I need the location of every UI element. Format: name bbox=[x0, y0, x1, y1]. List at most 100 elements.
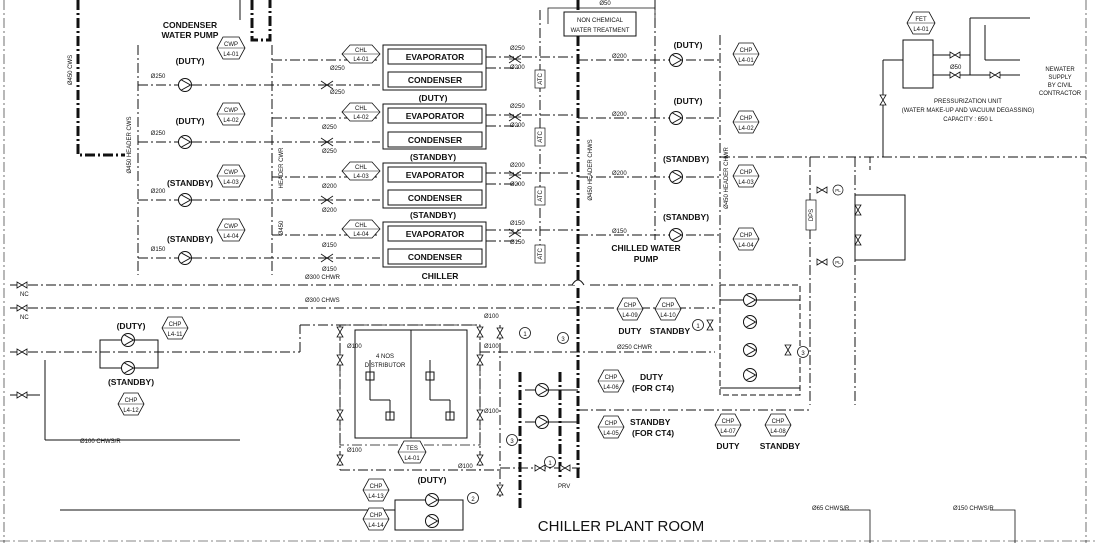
pressurization-unit: FET L4-01 Ø50 PRESSURIZATION UNIT (WATER… bbox=[879, 11, 1082, 123]
evaporator-label: EVAPORATOR bbox=[406, 229, 465, 239]
svg-text:Ø150: Ø150 bbox=[322, 243, 337, 249]
evaporator-label: EVAPORATOR bbox=[406, 52, 465, 62]
chl-tag: CHL L4-03 bbox=[341, 161, 381, 181]
chl-tag: CHL L4-04 bbox=[341, 219, 381, 239]
svg-text:(FOR CT4): (FOR CT4) bbox=[632, 383, 674, 393]
evaporator-label: EVAPORATOR bbox=[406, 170, 465, 180]
chiller-duty-label: (STANDBY) bbox=[410, 210, 456, 220]
water-treatment-unit: NON CHEMICAL WATER TREATMENT Ø50 bbox=[547, 1, 656, 37]
svg-text:CHL: CHL bbox=[355, 223, 368, 229]
chiller-group-label: CHILLER bbox=[422, 271, 459, 281]
svg-text:Ø200: Ø200 bbox=[510, 182, 525, 188]
condenser-pumps: CONDENSER WATER PUMP (DUTY) (DUTY) (STAN… bbox=[151, 20, 246, 265]
svg-text:3: 3 bbox=[561, 337, 565, 343]
valve-icon bbox=[706, 319, 714, 331]
valve-icon bbox=[476, 326, 484, 338]
strainer-icon bbox=[320, 253, 334, 263]
header-chws-label: Ø450 HEADER CHWS bbox=[588, 139, 594, 200]
svg-text:L4-10: L4-10 bbox=[660, 313, 676, 319]
svg-text:Ø150: Ø150 bbox=[612, 229, 627, 235]
pump-icon bbox=[535, 383, 549, 397]
fet-tag: FET L4-01 bbox=[906, 11, 936, 35]
strainer-icon bbox=[320, 137, 334, 147]
chp-tag: CHP L4-12 bbox=[117, 392, 145, 416]
svg-text:3: 3 bbox=[801, 351, 805, 357]
svg-text:CHP: CHP bbox=[605, 421, 618, 427]
svg-text:Ø250: Ø250 bbox=[151, 131, 166, 137]
valve-icon bbox=[949, 71, 961, 79]
svg-text:Ø250: Ø250 bbox=[151, 74, 166, 80]
svg-text:Ø200: Ø200 bbox=[322, 208, 337, 214]
strainer-icon bbox=[508, 54, 522, 64]
svg-text:2: 2 bbox=[471, 497, 475, 503]
strainer-icon bbox=[320, 195, 334, 205]
svg-text:DUTY: DUTY bbox=[640, 372, 663, 382]
svg-text:L4-01: L4-01 bbox=[223, 52, 239, 58]
svg-text:PL: PL bbox=[835, 188, 841, 193]
cond-pump-group-label: CONDENSER bbox=[163, 20, 217, 30]
valve-icon bbox=[336, 354, 344, 366]
svg-text:CHP: CHP bbox=[722, 419, 735, 425]
strainer-icon bbox=[508, 112, 522, 122]
valve-icon bbox=[16, 281, 28, 289]
pump-icon bbox=[178, 251, 192, 265]
cond-pump-duty: (DUTY) bbox=[176, 116, 205, 126]
chiller-unit: EVAPORATOR CONDENSER bbox=[382, 162, 487, 209]
valve-icon bbox=[854, 234, 862, 246]
svg-text:L4-03: L4-03 bbox=[223, 180, 239, 186]
chp-tag: CHP L4-11 bbox=[161, 316, 189, 340]
cond-pump-duty: (STANDBY) bbox=[167, 178, 213, 188]
svg-text:NON CHEMICAL: NON CHEMICAL bbox=[577, 18, 624, 24]
svg-text:CWP: CWP bbox=[224, 224, 238, 230]
svg-text:Ø200: Ø200 bbox=[612, 54, 627, 60]
chp-tag: CHP L4-03 bbox=[732, 164, 760, 188]
svg-text:Ø250: Ø250 bbox=[330, 90, 345, 96]
valve-icon bbox=[16, 391, 28, 399]
svg-text:(DUTY): (DUTY) bbox=[674, 40, 703, 50]
svg-text:CHL: CHL bbox=[355, 165, 368, 171]
chiller-unit: EVAPORATOR CONDENSER bbox=[382, 103, 487, 150]
valve-icon bbox=[336, 454, 344, 466]
strainer-icon bbox=[508, 228, 522, 238]
svg-text:Ø250: Ø250 bbox=[330, 66, 345, 72]
svg-text:Ø100: Ø100 bbox=[484, 314, 499, 320]
svg-text:Ø250: Ø250 bbox=[322, 125, 337, 131]
header-cws-label: Ø450 HEADER CWS bbox=[127, 116, 133, 173]
svg-text:(FOR CT4): (FOR CT4) bbox=[632, 428, 674, 438]
pump-icon bbox=[743, 293, 757, 307]
svg-text:CHP: CHP bbox=[169, 322, 182, 328]
svg-text:L4-09: L4-09 bbox=[622, 313, 638, 319]
valve-icon bbox=[336, 409, 344, 421]
valve-icon bbox=[16, 348, 28, 356]
condenser-label: CONDENSER bbox=[408, 135, 462, 145]
svg-text:L4-01: L4-01 bbox=[913, 27, 929, 33]
cwp-tag: CWP L4-03 bbox=[216, 164, 246, 188]
svg-text:CHP: CHP bbox=[605, 375, 618, 381]
chl-tag: CHL L4-02 bbox=[341, 102, 381, 122]
svg-text:Ø50: Ø50 bbox=[950, 65, 962, 71]
chilled-water-pumps: (DUTY) (DUTY) (STANDBY) (STANDBY) Ø200 Ø… bbox=[611, 40, 760, 264]
svg-text:(WATER MAKE-UP AND VACUUM DEGA: (WATER MAKE-UP AND VACUUM DEGASSING) bbox=[902, 108, 1034, 114]
header-cwr-label: HEADER CWR bbox=[279, 147, 285, 189]
svg-text:CHP: CHP bbox=[624, 303, 637, 309]
chl-tag-number: L4-01 bbox=[353, 57, 369, 63]
svg-text:TES: TES bbox=[406, 446, 418, 452]
valve-icon bbox=[476, 454, 484, 466]
dps-pl-devices: DPS PL PL bbox=[805, 184, 844, 268]
chp-tag: CHP L4-06 bbox=[597, 369, 625, 393]
svg-text:ATC: ATC bbox=[538, 131, 544, 143]
chiller-unit: EVAPORATOR CONDENSER bbox=[382, 221, 487, 268]
cwr-size-label: Ø450 bbox=[279, 220, 285, 235]
cwp-tag: CWP L4-02 bbox=[216, 102, 246, 126]
tes-tag: TES L4-01 bbox=[397, 440, 427, 464]
svg-text:CHP: CHP bbox=[740, 233, 753, 239]
svg-text:NEWATER: NEWATER bbox=[1045, 67, 1075, 73]
svg-text:Ø200: Ø200 bbox=[322, 184, 337, 190]
svg-text:L4-07: L4-07 bbox=[720, 429, 736, 435]
svg-text:(STANDBY): (STANDBY) bbox=[663, 212, 709, 222]
svg-text:Ø150: Ø150 bbox=[322, 267, 337, 273]
pump-icon bbox=[743, 343, 757, 357]
svg-text:CAPACITY : 650 L: CAPACITY : 650 L bbox=[943, 117, 993, 123]
svg-text:Ø100: Ø100 bbox=[484, 344, 499, 350]
svg-text:CHP: CHP bbox=[370, 484, 383, 490]
